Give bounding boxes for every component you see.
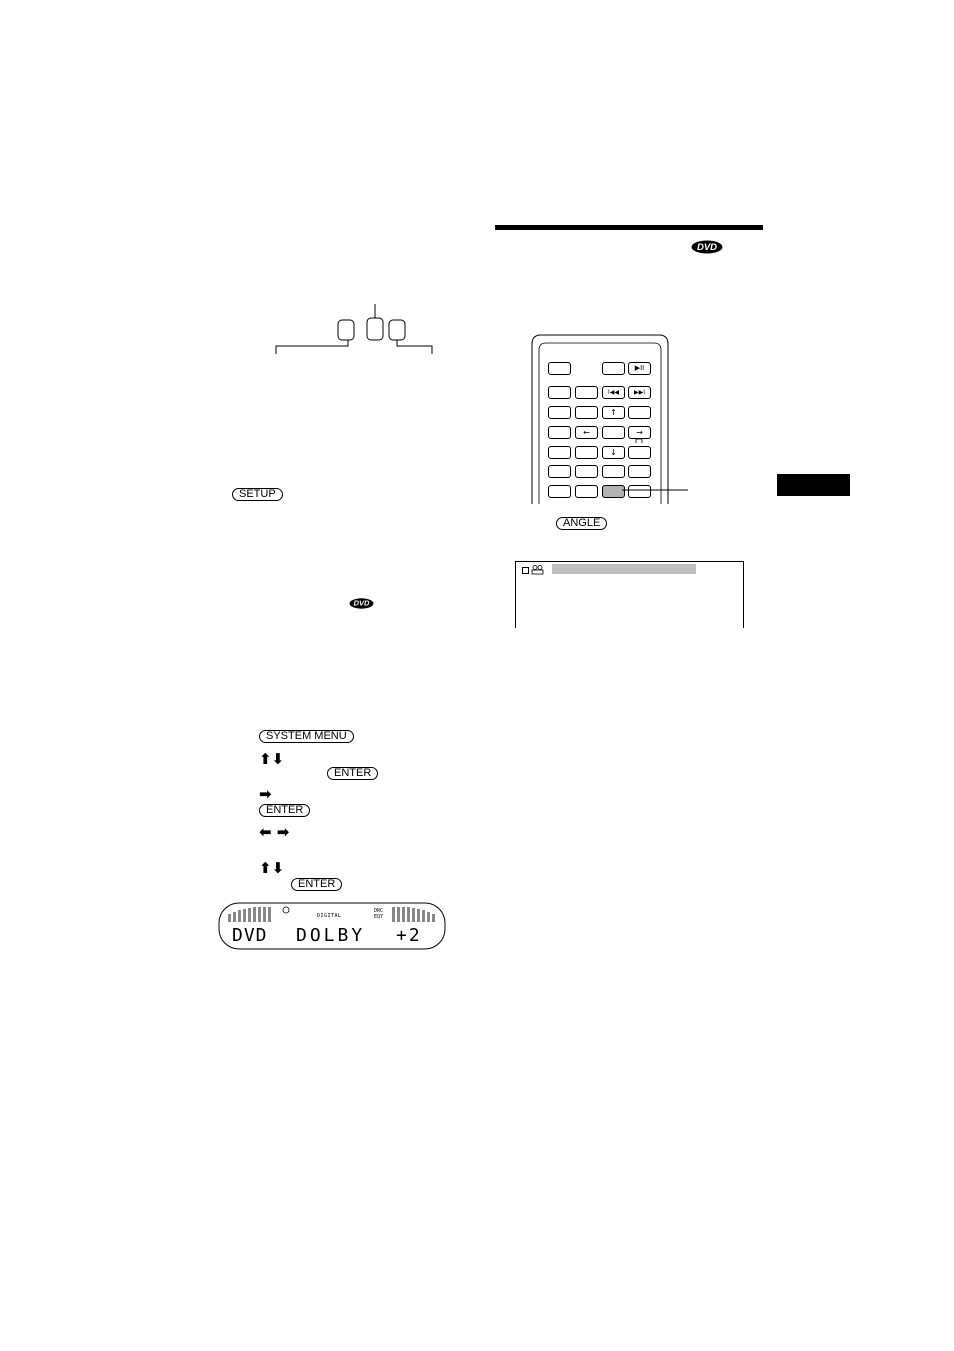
next-button[interactable]: ▶▶I: [628, 386, 651, 399]
lcd-level: +2: [396, 925, 422, 946]
up-button[interactable]: ↑: [602, 406, 625, 419]
enter-button[interactable]: ENTER: [291, 878, 343, 891]
camera-icon: [531, 565, 544, 575]
enter-button[interactable]: ENTER: [327, 767, 379, 780]
remote-control: ▶II I◀◀ ▶▶I ↑ ← → ↓: [531, 334, 669, 504]
down-button[interactable]: ↓: [602, 446, 625, 459]
angle-button-highlighted[interactable]: [602, 485, 625, 498]
callout-line: [622, 489, 688, 491]
enter-button-remote[interactable]: [602, 426, 625, 439]
left-right-arrows-icon: ⬅ ➡: [259, 823, 290, 841]
previous-button[interactable]: I◀◀: [602, 386, 625, 399]
up-down-arrows-icon: ⬆⬇: [259, 750, 285, 768]
dvd-logo-text: DVD: [697, 242, 717, 253]
osd-screen: [515, 561, 744, 628]
remote-button[interactable]: [548, 406, 571, 419]
up-down-arrows-icon: ⬆⬇: [259, 859, 285, 877]
remote-button[interactable]: [575, 465, 598, 478]
lcd-mode: DOLBY: [296, 925, 366, 946]
lcd-source: DVD: [232, 925, 268, 946]
return-icon: [635, 438, 643, 443]
remote-button[interactable]: [575, 386, 598, 399]
remote-button[interactable]: [575, 485, 598, 498]
section-tab: [777, 474, 850, 496]
lcd-display: DIGITAL DRC EQ7 DVD DOLBY +2: [218, 902, 446, 950]
remote-button[interactable]: [548, 362, 571, 375]
remote-button[interactable]: [548, 465, 571, 478]
remote-button[interactable]: [628, 446, 651, 459]
connector-diagram: [275, 304, 433, 354]
remote-button[interactable]: [575, 446, 598, 459]
play-pause-button[interactable]: ▶II: [628, 362, 651, 375]
left-button[interactable]: ←: [575, 426, 598, 439]
setup-button[interactable]: SETUP: [232, 488, 283, 501]
remote-button[interactable]: [575, 406, 598, 419]
eq-label: EQ7: [374, 914, 384, 920]
remote-button[interactable]: [628, 485, 651, 498]
osd-highlight-bar: [552, 564, 696, 574]
right-arrow-icon: ➡: [259, 785, 272, 803]
dvd-logo-text: DVD: [354, 599, 370, 608]
drc-label: DRC: [374, 908, 384, 914]
dvd-logo-icon: DVD: [349, 598, 374, 609]
osd-square-icon: [522, 567, 529, 574]
remote-button[interactable]: [602, 465, 625, 478]
remote-button[interactable]: [602, 362, 625, 375]
remote-button[interactable]: [548, 386, 571, 399]
enter-button[interactable]: ENTER: [259, 804, 311, 817]
remote-button[interactable]: [548, 485, 571, 498]
remote-body: [531, 334, 669, 504]
digital-label: DIGITAL: [317, 913, 342, 919]
angle-button[interactable]: ANGLE: [556, 517, 608, 530]
remote-button[interactable]: [628, 406, 651, 419]
remote-button[interactable]: [548, 446, 571, 459]
right-button[interactable]: →: [628, 426, 651, 439]
section-heading-rule: [495, 225, 763, 230]
remote-button[interactable]: [628, 465, 651, 478]
remote-button[interactable]: [548, 426, 571, 439]
lcd-frame: [218, 902, 446, 950]
dvd-logo-icon: DVD: [691, 240, 723, 254]
system-menu-button[interactable]: SYSTEM MENU: [259, 730, 354, 743]
